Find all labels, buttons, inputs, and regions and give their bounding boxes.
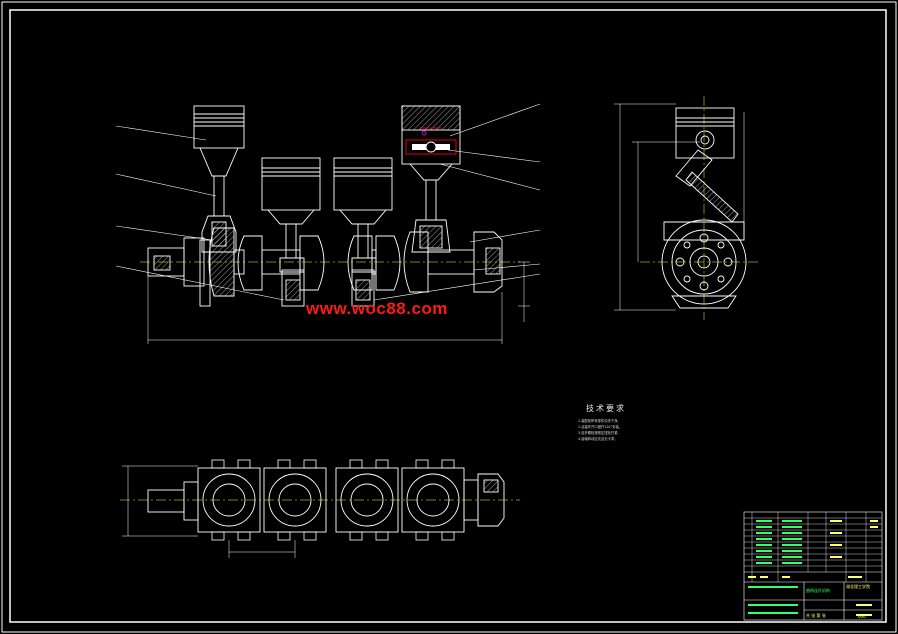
technical-requirement-item: 1.装配前所有零件清洗干净。 (578, 419, 621, 423)
leader-lines-right (373, 103, 541, 301)
title-block-drawing-name: 曲柄连杆机构 (806, 588, 830, 593)
inner-border (9, 9, 887, 623)
front-view (115, 103, 541, 344)
watermark-text: www.woc88.com (306, 299, 448, 318)
side-view (614, 96, 760, 320)
piston-3 (333, 157, 393, 273)
crank-webs (208, 227, 429, 297)
technical-requirement-item: 2.活塞环开口错开120°安装。 (578, 425, 623, 429)
technical-requirement-item: 4.曲轴转动应灵活无卡滞。 (578, 437, 618, 441)
red-mark-pin (421, 130, 427, 136)
parts-list-rows (744, 512, 882, 582)
parts-list-text (748, 520, 878, 616)
title-block-sheet-info: 共 张 第 张 (806, 613, 826, 618)
dimension-lines (147, 261, 530, 344)
title-block (743, 511, 883, 621)
piston-1 (193, 105, 245, 253)
leader-lines-left (115, 125, 285, 301)
technical-requirements-title: 技术要求 (586, 404, 626, 413)
piston-2 (261, 157, 321, 273)
technical-requirement-item: 3.连杆螺栓按规定扭矩拧紧。 (578, 431, 621, 435)
title-block-code: 000 (858, 614, 866, 619)
title-block-school: 湖北理工学院 (846, 584, 870, 589)
technical-requirements-list: 1.装配前所有零件清洗干净。 2.活塞环开口错开120°安装。 3.连杆螺栓按规… (578, 418, 738, 442)
plan-view (120, 459, 520, 558)
piston-4-section (401, 105, 461, 253)
